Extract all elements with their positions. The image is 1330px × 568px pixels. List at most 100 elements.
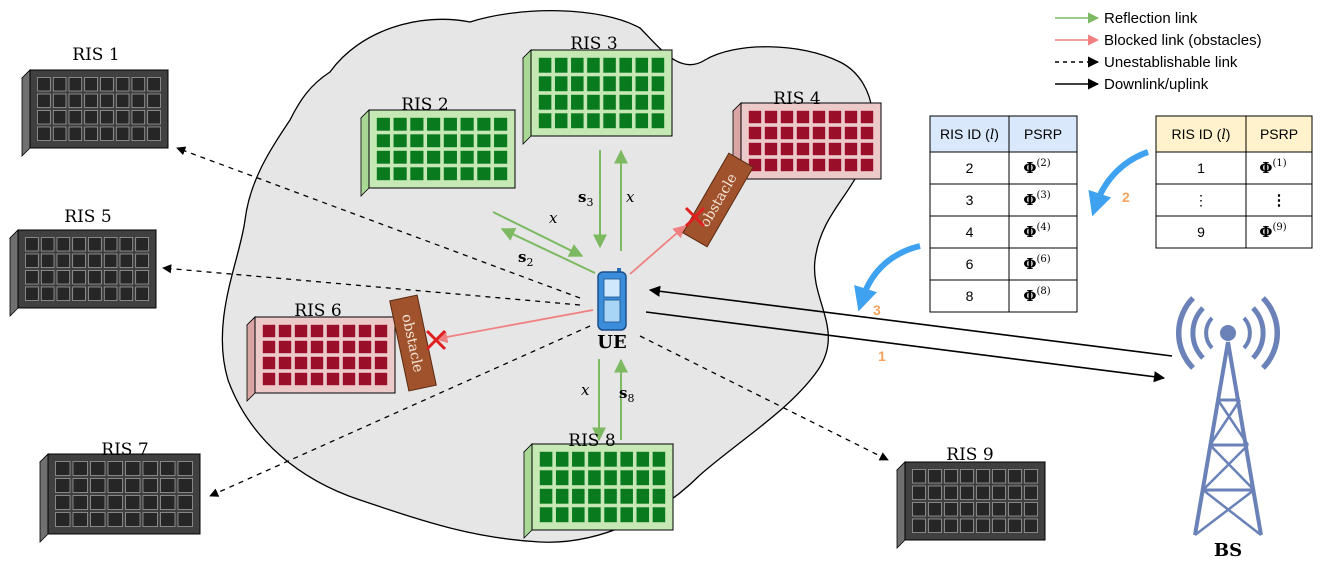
ris-element	[765, 159, 778, 172]
ris-element	[961, 503, 974, 517]
ris-element	[410, 134, 424, 148]
ris-element	[571, 58, 584, 74]
ris-element	[136, 271, 149, 285]
table-row-psrp: Φ(3)	[1023, 190, 1050, 209]
ris-element	[73, 238, 86, 252]
ris-element	[120, 238, 133, 252]
ris-element	[427, 134, 441, 148]
ris-element	[540, 452, 553, 468]
ris-element	[279, 373, 292, 386]
ris-5-panel[interactable]: RIS 5	[10, 207, 156, 316]
label-x-ris3: x	[626, 188, 635, 206]
ris-element	[961, 470, 974, 484]
ris-element	[56, 513, 71, 527]
ris-element	[571, 76, 584, 92]
ris-element	[765, 127, 778, 140]
ris-element	[279, 357, 292, 370]
ris-element	[377, 134, 391, 148]
ris-element	[73, 287, 86, 301]
ris-element	[571, 95, 584, 111]
table-row-psrp: Φ(2)	[1023, 158, 1050, 177]
ris-element	[69, 94, 82, 108]
ris-element	[377, 167, 391, 181]
ris-element	[116, 111, 129, 125]
ris-element	[311, 341, 324, 354]
ris-element	[636, 489, 649, 505]
ris-element	[56, 496, 71, 510]
label-x-ris2: x	[549, 209, 558, 227]
ris-element	[120, 254, 133, 268]
ris-element	[101, 111, 114, 125]
ris-element	[555, 95, 568, 111]
table-row-id: 2	[966, 160, 974, 176]
ris-element	[116, 94, 129, 108]
ris-element	[359, 325, 372, 338]
ris-element	[104, 238, 117, 252]
ris-element	[977, 519, 990, 533]
ris-element	[143, 479, 158, 493]
ris-6-label: RIS 6	[294, 301, 341, 321]
ris-element	[619, 113, 632, 129]
ris-element	[781, 159, 794, 172]
base-station[interactable]: BS	[1179, 298, 1278, 561]
ris-element	[263, 341, 276, 354]
ris-element	[359, 373, 372, 386]
ris-element	[604, 489, 617, 505]
ris-element	[91, 513, 106, 527]
ris-element	[327, 373, 340, 386]
ris-element	[148, 111, 161, 125]
table-row-id: 9	[1197, 224, 1205, 240]
ris-element	[604, 507, 617, 523]
ris-3-panel[interactable]: RIS 3	[523, 34, 672, 144]
ris-element	[73, 496, 88, 510]
ris-element	[126, 496, 141, 510]
ris-element	[393, 151, 407, 165]
ris-element	[108, 496, 123, 510]
ris-element	[556, 507, 569, 523]
ris-element	[555, 58, 568, 74]
ris-element	[91, 496, 106, 510]
ris-7-panel[interactable]: RIS 7	[40, 440, 200, 542]
ris-element	[38, 127, 51, 141]
ue-device[interactable]: UE	[597, 268, 626, 353]
ris-9-panel[interactable]: RIS 9	[897, 445, 1045, 548]
ris-element	[89, 238, 102, 252]
ris-1-panel[interactable]: RIS 1	[22, 45, 168, 156]
ris-8-panel[interactable]: RIS 8	[524, 431, 673, 538]
ris-element	[393, 134, 407, 148]
ris-element	[38, 94, 51, 108]
ris-element	[572, 452, 585, 468]
ris-element	[73, 254, 86, 268]
ris-element	[635, 58, 648, 74]
ris-element	[929, 503, 942, 517]
ris-element	[104, 287, 117, 301]
ris-element	[108, 479, 123, 493]
ris-element	[57, 254, 70, 268]
ris-element	[295, 373, 308, 386]
legend-item-label: Reflection link	[1104, 10, 1198, 27]
ris-element	[26, 271, 39, 285]
ris-2-panel[interactable]: RIS 2	[361, 95, 515, 196]
ris-element	[89, 254, 102, 268]
ris-element	[913, 519, 926, 533]
ris-element	[444, 118, 458, 132]
ris-element	[57, 271, 70, 285]
ris-element	[116, 127, 129, 141]
ris-element	[977, 486, 990, 500]
ris-element	[1009, 470, 1022, 484]
bs-label: BS	[1214, 540, 1242, 561]
ris-4-panel[interactable]: RIS 4	[733, 89, 881, 187]
ris-element	[556, 452, 569, 468]
ris-element	[539, 58, 552, 74]
ris-element	[961, 486, 974, 500]
ris-element	[104, 271, 117, 285]
ris-element	[572, 489, 585, 505]
ris-element	[651, 113, 664, 129]
ris-element	[945, 486, 958, 500]
ris-element	[652, 470, 665, 486]
ris-element	[393, 118, 407, 132]
ris-element	[53, 127, 66, 141]
ris-element	[540, 470, 553, 486]
ris-element	[178, 479, 193, 493]
